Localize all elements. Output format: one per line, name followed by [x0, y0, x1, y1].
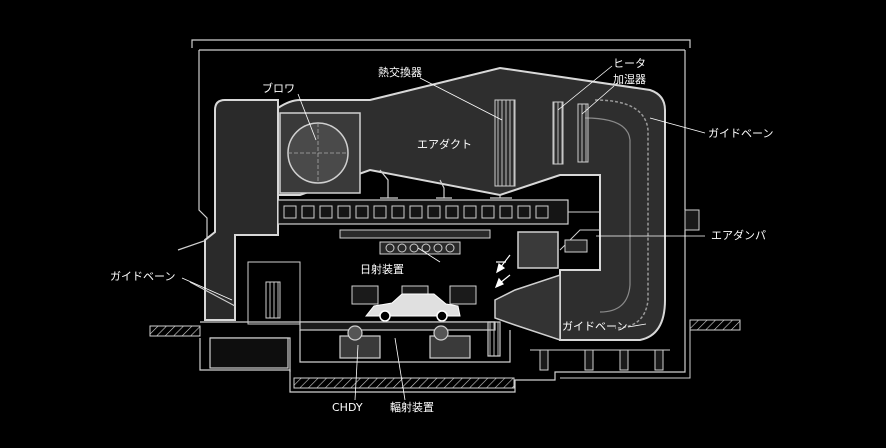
heat-exchanger — [494, 99, 516, 187]
radiation-device-label: 輻射装置 — [390, 401, 434, 414]
solar-device-label: 日射装置 — [360, 263, 404, 276]
air-damper-label: エアダンパ — [711, 229, 766, 242]
heater — [552, 101, 564, 165]
interior-column — [247, 261, 301, 325]
ground-slab — [149, 319, 741, 379]
building-outline — [177, 39, 691, 393]
foundation — [293, 349, 670, 389]
ceiling-truss — [277, 199, 700, 231]
floor-pit — [200, 321, 511, 372]
humidifier-label: 加湿器 — [613, 73, 646, 86]
wind-nozzle — [494, 273, 561, 342]
humidifier — [577, 103, 589, 163]
upper-air-duct — [277, 66, 666, 341]
air-duct-label: エアダクト — [417, 138, 472, 151]
guide-vane-lower-label: ガイドベーン — [562, 320, 628, 333]
air-damper — [517, 229, 600, 269]
left-guide-vane-line — [189, 281, 236, 307]
guide-vane-left-label: ガイドベーン — [110, 270, 176, 283]
blower-housing — [279, 112, 361, 194]
heat-exchanger-label: 熱交換器 — [378, 66, 422, 79]
right-guide-vane-curve — [594, 99, 649, 329]
guide-vane-upper-right-label: ガイドベーン — [708, 127, 774, 140]
chdy-label: CHDY — [332, 401, 363, 414]
blower-label: ブロワ — [262, 82, 295, 95]
duct-supports — [379, 169, 512, 199]
vehicle — [364, 293, 461, 317]
left-return-duct — [204, 99, 279, 321]
leader-lines — [181, 65, 706, 401]
heater-label: ヒータ — [613, 57, 646, 70]
airflow-arrows — [494, 254, 511, 289]
chdy-dynamometer — [339, 325, 471, 359]
solar-device — [339, 229, 491, 255]
